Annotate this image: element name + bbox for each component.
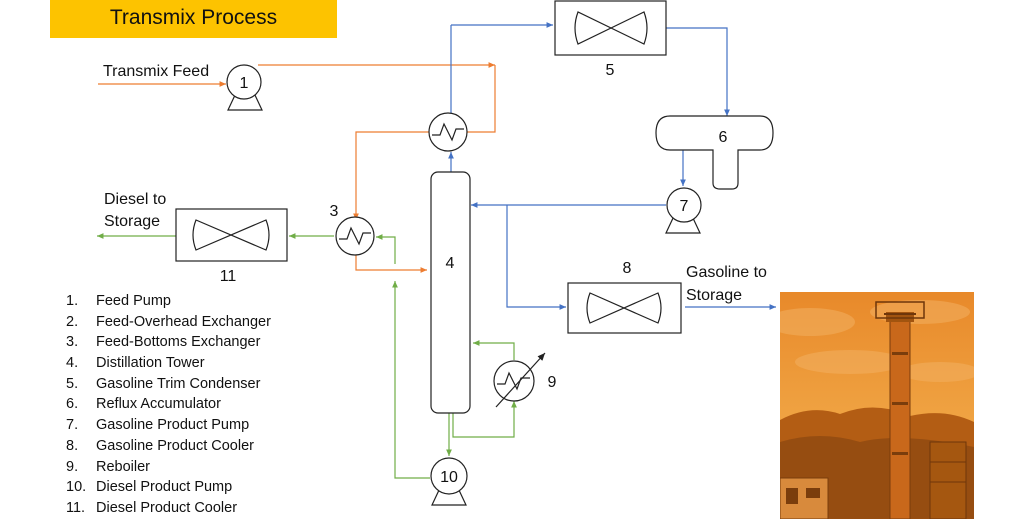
title-banner: Transmix Process <box>50 0 337 38</box>
legend-item: 9.Reboiler <box>66 458 150 475</box>
distillation-tower <box>430 171 471 414</box>
reflux-accumulator <box>655 115 774 190</box>
bottoms-exchanger-to-tower-line <box>355 255 427 273</box>
tower-bottoms-to-reboiler-line <box>452 401 517 438</box>
transmix-feed-label: Transmix Feed <box>103 63 209 80</box>
diagram-title: Transmix Process <box>109 6 278 29</box>
gasoline-to-storage-label-line1: Gasoline to <box>686 264 767 281</box>
diesel-to-storage-label-line1: Diesel to <box>104 191 166 208</box>
diesel-to-storage-label-line2: Storage <box>104 213 160 230</box>
legend-item: 11.Diesel Product Cooler <box>66 499 238 516</box>
gasoline-product-pump <box>665 187 702 234</box>
condenser-to-accumulator-line <box>666 27 730 116</box>
diesel-cooler-number: 11 <box>220 268 237 285</box>
gasoline-product-branch-line <box>506 205 566 310</box>
diesel-to-bottoms-exchanger-line <box>376 234 396 264</box>
diesel-product-pump <box>430 457 468 506</box>
accumulator-number: 6 <box>719 129 728 146</box>
equipment-legend: 1.Feed Pump 2.Feed-Overhead Exchanger 3.… <box>66 291 271 519</box>
legend-item: 8.Gasoline Product Cooler <box>66 437 254 454</box>
bottoms-exchanger-number: 3 <box>330 203 339 220</box>
trim-condenser-number: 5 <box>606 62 615 79</box>
tower-number: 4 <box>446 255 455 272</box>
reboiler-return-line <box>473 340 515 360</box>
gasoline-product-cooler <box>567 282 682 334</box>
legend-item: 4.Distillation Tower <box>66 355 205 372</box>
diesel-pump-number: 10 <box>440 469 458 486</box>
reboiler <box>493 352 546 408</box>
legend-item: 5.Gasoline Trim Condenser <box>66 375 261 392</box>
feed-bottoms-exchanger <box>335 216 375 256</box>
feed-to-overhead-exchanger-line <box>467 65 496 133</box>
feed-lines <box>98 62 496 273</box>
feed-overhead-exchanger <box>428 112 468 152</box>
diesel-pump-discharge-line <box>392 281 430 479</box>
legend-item: 1.Feed Pump <box>66 293 171 309</box>
reboiler-number: 9 <box>548 374 557 391</box>
gasoline-trim-condenser <box>554 0 667 56</box>
legend-item: 2.Feed-Overhead Exchanger <box>66 313 271 330</box>
diesel-lines <box>97 233 517 479</box>
legend-item: 10.Diesel Product Pump <box>66 479 233 496</box>
legend-item: 6.Reflux Accumulator <box>66 396 221 413</box>
overhead-exchanger-to-bottoms-exchanger-line <box>353 131 430 220</box>
gasoline-to-storage-label-line2: Storage <box>686 287 742 304</box>
gasoline-lines <box>448 22 776 310</box>
feed-pump-number: 1 <box>240 75 249 92</box>
diesel-product-cooler <box>175 208 288 262</box>
refinery-tower-photo <box>780 292 974 519</box>
gasoline-pump-number: 7 <box>680 198 689 215</box>
legend-item: 7.Gasoline Product Pump <box>66 417 250 434</box>
gasoline-cooler-number: 8 <box>623 260 632 277</box>
feed-pump <box>226 64 263 111</box>
legend-item: 3.Feed-Bottoms Exchanger <box>66 334 261 351</box>
